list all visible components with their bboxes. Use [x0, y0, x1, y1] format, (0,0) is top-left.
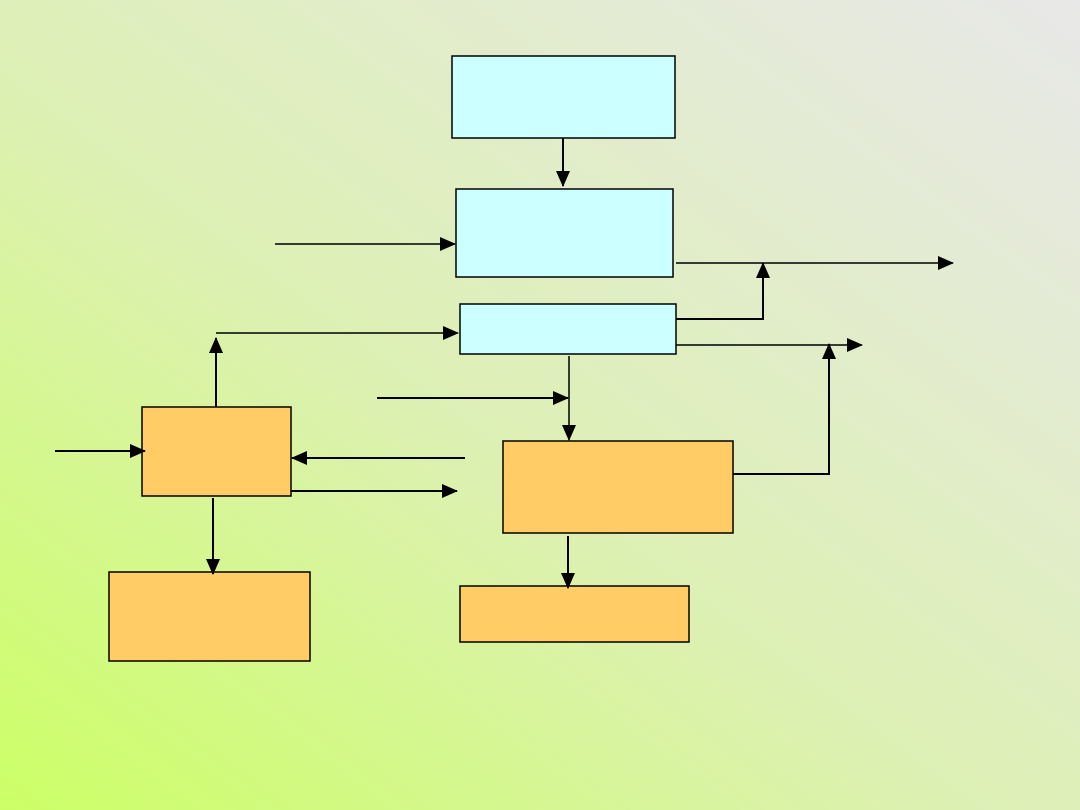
cyan-bar-box [459, 303, 677, 355]
cyan-top-box [451, 55, 676, 139]
orange-right-box [502, 440, 734, 534]
arrow-bar-merge-up [676, 262, 770, 320]
orange-bottom-left-box [108, 571, 311, 662]
orange-left-box [141, 406, 292, 497]
arrow-orange-right-up [733, 343, 836, 475]
cyan-middle-box [455, 188, 674, 278]
orange-bottom-right-box [459, 585, 690, 643]
